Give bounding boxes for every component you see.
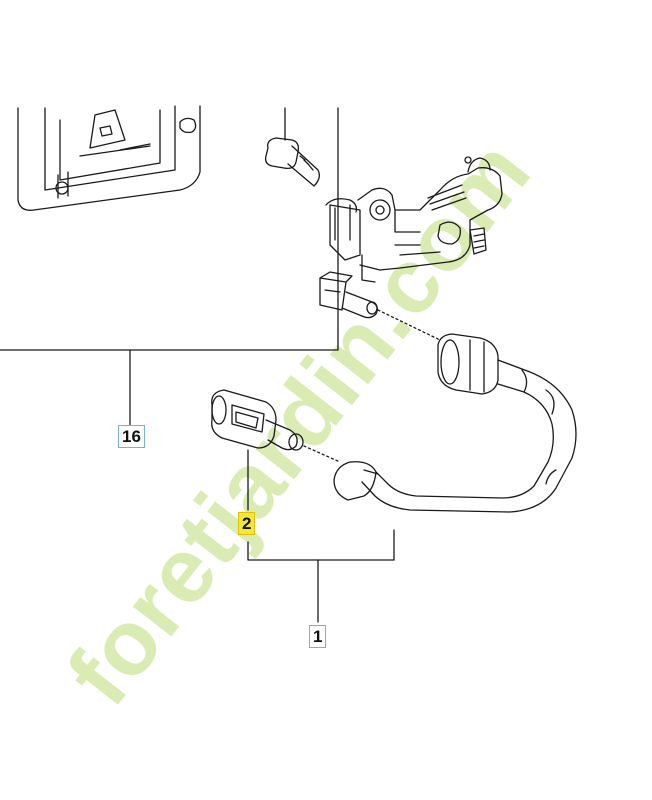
connection-line-lower (303, 445, 341, 463)
pump-nozzle (319, 271, 378, 319)
callout-part-16[interactable]: 16 (118, 425, 145, 448)
connection-line-upper (377, 309, 441, 341)
leader-lines (0, 107, 395, 623)
oil-hose (333, 333, 577, 513)
housing-cover (17, 105, 201, 211)
bolt (264, 137, 320, 187)
callout-part-1[interactable]: 1 (309, 625, 327, 648)
callout-part-2[interactable]: 2 (238, 512, 256, 535)
oil-pump (325, 156, 503, 283)
oil-filter (211, 389, 304, 451)
